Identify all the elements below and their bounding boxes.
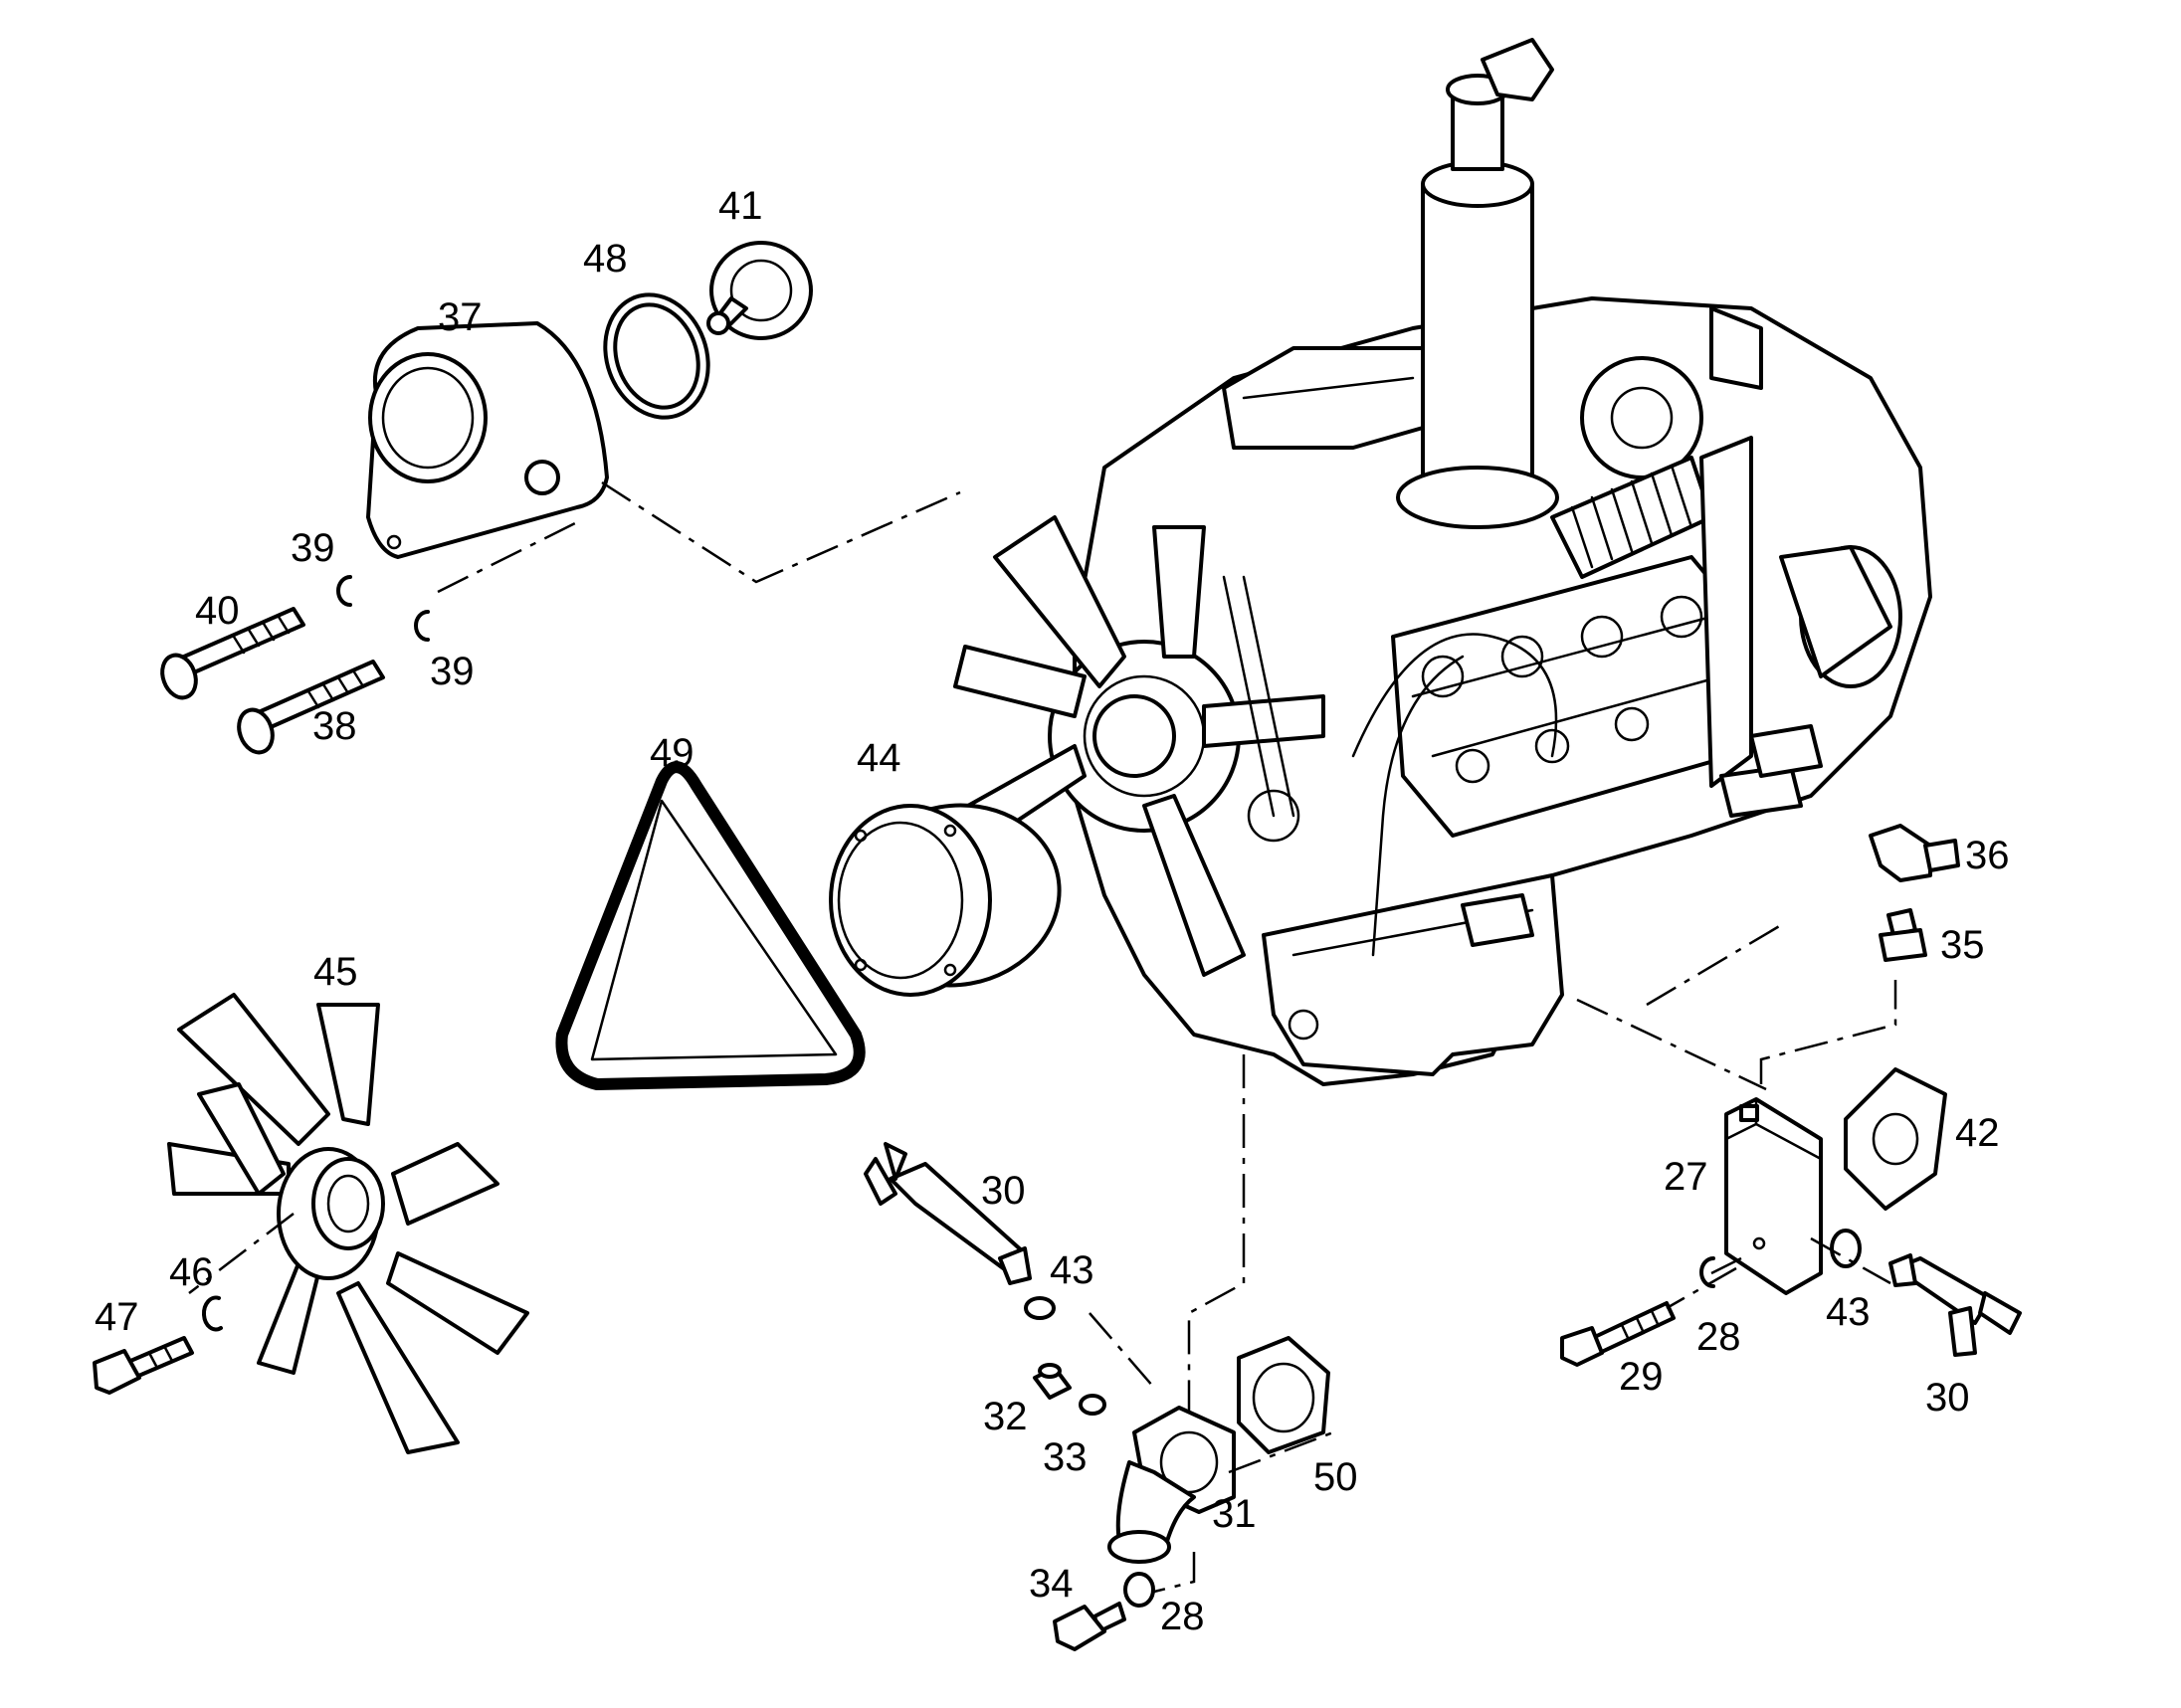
callout-44: 44	[857, 736, 901, 780]
callout-43b: 43	[1826, 1290, 1871, 1334]
part-washer-43b	[1830, 1229, 1862, 1268]
part-bolt-34	[1053, 1602, 1126, 1651]
callout-49: 49	[650, 731, 694, 775]
assembly-leader-lines	[188, 480, 1897, 1594]
callout-37: 37	[438, 295, 483, 339]
callout-30a: 30	[981, 1169, 1026, 1213]
callout-36: 36	[1965, 834, 2010, 877]
part-block-27	[1724, 1097, 1823, 1295]
callout-39b: 39	[430, 650, 475, 693]
part-washer-39b	[414, 610, 430, 642]
part-seal-ring-48	[603, 292, 710, 420]
callout-40: 40	[195, 589, 240, 633]
part-fan-45	[167, 993, 529, 1454]
part-flange-42	[1844, 1067, 1947, 1211]
part-drain-valve-30a	[864, 1142, 1032, 1285]
part-elbow-fitting-36	[1869, 824, 1960, 882]
callout-35: 35	[1940, 923, 1985, 967]
engine-assembly	[948, 38, 1932, 1086]
part-gasket-50	[1237, 1336, 1330, 1454]
part-bolt-47	[93, 1336, 194, 1395]
callout-43a: 43	[1050, 1248, 1094, 1292]
part-water-elbow-31	[1107, 1406, 1236, 1564]
callout-38: 38	[312, 704, 357, 748]
part-plug-32	[1033, 1363, 1072, 1400]
part-vbelt-49	[555, 761, 866, 1090]
callout-48: 48	[583, 237, 628, 281]
callout-28b: 28	[1160, 1595, 1205, 1638]
part-washer-43a	[1024, 1296, 1056, 1320]
callout-33: 33	[1043, 1435, 1088, 1479]
part-thermostat-housing-37	[366, 321, 609, 559]
callout-46: 46	[169, 1250, 214, 1294]
callout-47: 47	[95, 1295, 139, 1339]
callout-45: 45	[313, 950, 358, 994]
part-drain-valve-30b	[1888, 1253, 2022, 1357]
callout-28a: 28	[1696, 1315, 1741, 1359]
callout-39a: 39	[291, 526, 335, 570]
part-washer-39a	[336, 575, 352, 607]
part-washer-46	[201, 1295, 223, 1332]
callout-32: 32	[983, 1395, 1028, 1438]
callout-42: 42	[1955, 1111, 2000, 1155]
callout-29: 29	[1619, 1355, 1664, 1399]
callout-30b: 30	[1925, 1376, 1970, 1420]
callout-31: 31	[1212, 1492, 1257, 1536]
part-fitting-35	[1879, 908, 1927, 962]
part-bolt-38	[237, 660, 385, 755]
callout-27: 27	[1664, 1155, 1708, 1199]
callout-34: 34	[1029, 1562, 1074, 1606]
callout-labels: 37 48 41 39 39 40 38 49 44 45 46 47 30 4…	[95, 184, 2010, 1638]
part-thermostat-41	[706, 241, 813, 340]
part-fan-pulley-44	[829, 803, 1062, 997]
part-bolt-29	[1560, 1301, 1676, 1367]
part-bolt-40	[160, 607, 305, 700]
callout-41: 41	[718, 184, 763, 228]
exhaust-muffler	[1396, 38, 1559, 529]
callout-50: 50	[1313, 1455, 1358, 1499]
part-washer-28b	[1123, 1572, 1155, 1608]
part-washer-33	[1079, 1394, 1106, 1416]
